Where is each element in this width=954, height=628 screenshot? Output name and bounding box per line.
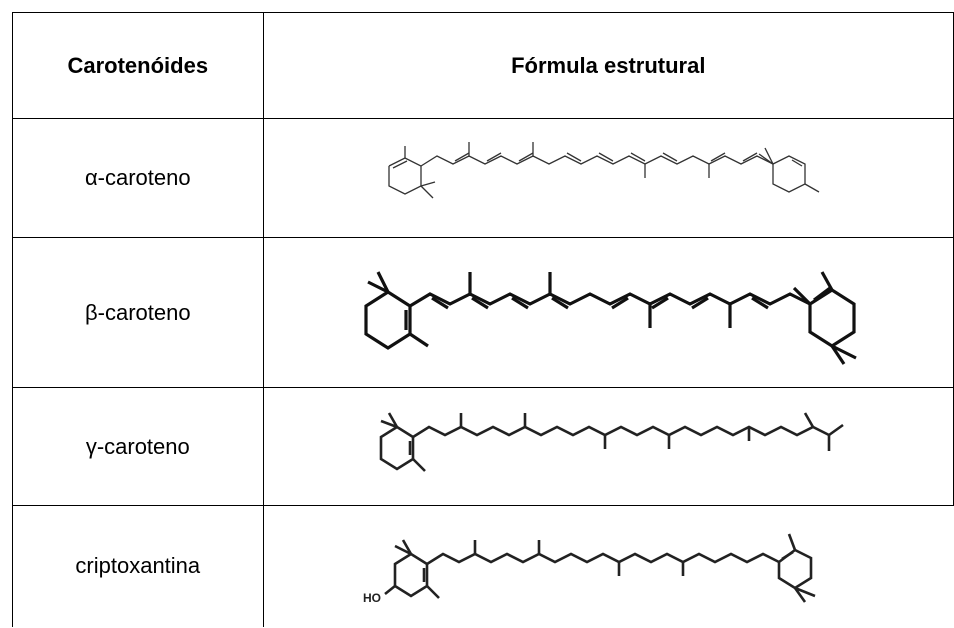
table-row: α-caroteno xyxy=(12,118,954,238)
compound-name: γ-caroteno xyxy=(12,387,264,506)
beta-carotene-structure-icon xyxy=(364,270,857,365)
table-row: β-caroteno xyxy=(12,237,954,388)
table-header-row: Carotenóides Fórmula estrutural xyxy=(12,12,954,119)
hydroxyl-label: HO xyxy=(363,591,381,605)
header-formula: Fórmula estrutural xyxy=(262,12,954,119)
formula-cell xyxy=(262,237,954,388)
formula-cell: HO xyxy=(262,505,954,627)
compound-name: β-caroteno xyxy=(12,237,264,388)
cryptoxanthin-structure-icon: HO xyxy=(363,533,816,605)
compound-name: α-caroteno xyxy=(12,118,264,238)
header-compound: Carotenóides xyxy=(12,12,264,119)
compound-name: criptoxantina xyxy=(12,505,264,627)
carotenoid-table: Carotenóides Fórmula estrutural α-carote… xyxy=(12,12,954,627)
alpha-carotene-structure-icon xyxy=(388,142,820,199)
gamma-carotene-structure-icon xyxy=(379,411,845,472)
table-row: criptoxantina HO xyxy=(12,505,954,627)
table-row: γ-caroteno xyxy=(12,387,954,506)
formula-cell xyxy=(262,118,954,238)
formula-cell xyxy=(262,387,954,506)
